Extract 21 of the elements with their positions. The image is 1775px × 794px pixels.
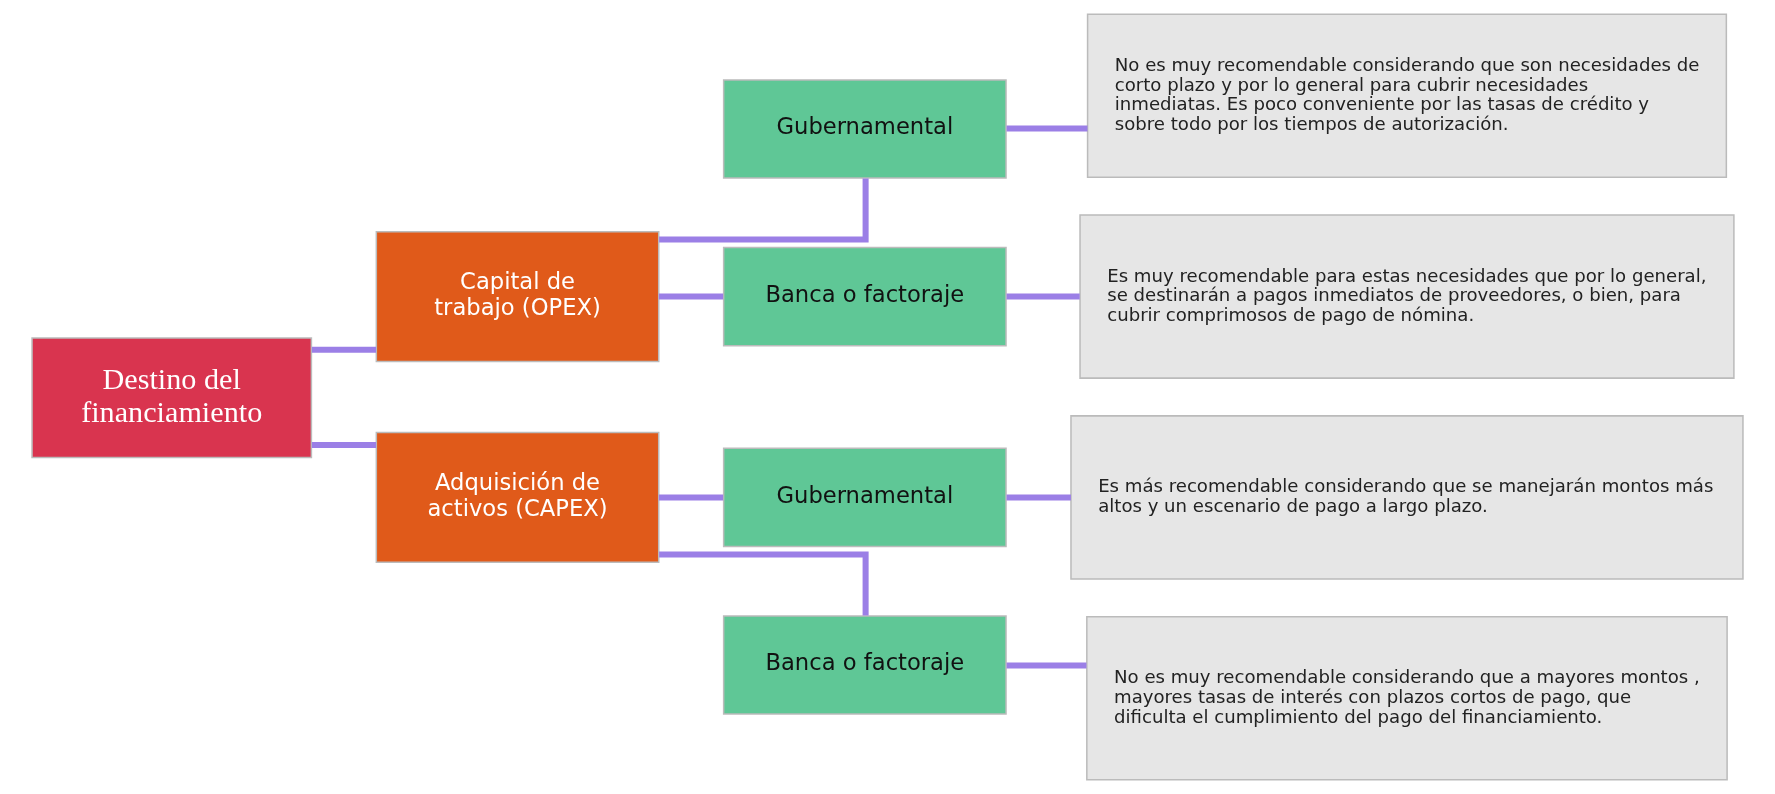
node-box: Adquisición de activos (CAPEX)	[375, 431, 660, 564]
node-box: Es muy recomendable para estas necesidades que por lo general, se destinarán a pagos inmediatos de proveedores, o bien, para cubrir comprimosos de pago de nómina.	[1079, 214, 1735, 379]
connector	[311, 346, 377, 353]
node-box: Banca o factoraje	[722, 615, 1007, 715]
node-box: Gubernamental	[722, 79, 1007, 179]
connector	[658, 293, 724, 300]
connector	[1006, 125, 1088, 132]
connector	[659, 551, 869, 616]
connector	[1006, 293, 1080, 300]
node-box: Destino del financiamiento	[31, 337, 313, 459]
node-box: Gubernamental	[722, 447, 1007, 548]
node-box: Es más recomendable considerando que se manejarán montos más altos y un escenario de pago a largo plazo.	[1070, 415, 1744, 580]
connector	[1006, 662, 1087, 669]
connector	[659, 178, 869, 243]
node-box: No es muy recomendable considerando que son necesidades de corto plazo y por lo general para cubrir necesidades inmediatas. Es poco conveniente por las tasas de crédito y sobre todo por los tiempos de autorización.	[1086, 13, 1728, 179]
node-box: No es muy recomendable considerando que a mayores montos , mayores tasas de interés con plazos cortos de pago, que dificulta el cumplimiento del pago del financiamiento.	[1086, 615, 1728, 781]
connector	[311, 441, 377, 448]
connector	[658, 494, 724, 501]
node-box: Capital de trabajo (OPEX)	[375, 230, 660, 363]
node-box: Banca o factoraje	[722, 246, 1007, 347]
connector	[1006, 494, 1071, 501]
